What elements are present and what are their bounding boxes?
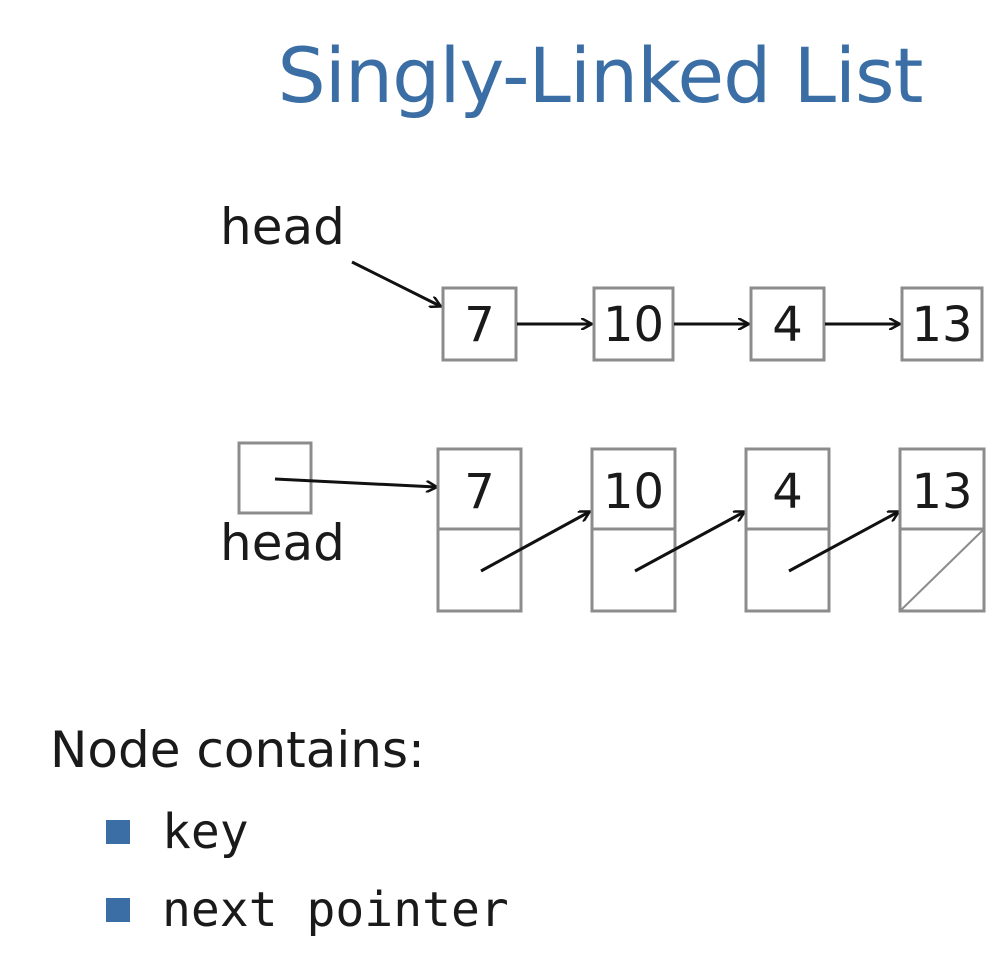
- bullet-item-label: key: [162, 804, 249, 860]
- bottom-node-key: 10: [603, 464, 664, 520]
- node-next-cell: [590, 527, 677, 613]
- bullet-item-next-pointer: next pointer: [106, 881, 950, 939]
- bottom-node-1: 10: [590, 447, 677, 613]
- top-head-arrow: [351, 260, 440, 306]
- bottom-next-arrow-2: [788, 512, 898, 573]
- slide-title: Singly-Linked List: [277, 31, 924, 120]
- bottom-head-arrow: [274, 477, 436, 487]
- top-node-key: 4: [772, 297, 803, 353]
- bullet-item-label: next pointer: [162, 882, 509, 938]
- node-key-cell: [590, 447, 677, 531]
- node-contains-list: Node contains: key next pointer: [50, 725, 950, 959]
- node-next-cell: [436, 527, 523, 613]
- top-node-box: [749, 286, 826, 362]
- bottom-node-3: 13: [898, 447, 986, 613]
- top-node-1: 10: [592, 286, 675, 362]
- top-node-key: 7: [464, 297, 495, 353]
- head-pointer-box: [237, 441, 313, 515]
- bottom-node-2: 4: [744, 447, 831, 613]
- top-node-0: 7: [441, 286, 518, 362]
- top-node-box: [900, 286, 984, 362]
- top-node-box: [441, 286, 518, 362]
- null-pointer-slash: [900, 529, 984, 611]
- bottom-next-arrow-0: [480, 512, 589, 573]
- top-node-key: 13: [911, 297, 972, 353]
- bullet-square-icon: [106, 898, 130, 922]
- top-node-3: 13: [900, 286, 984, 362]
- node-next-cell: [744, 527, 831, 613]
- top-head-label: head: [220, 198, 345, 256]
- node-key-cell: [436, 447, 523, 531]
- bottom-node-key: 4: [772, 464, 803, 520]
- bottom-node-0: 7: [436, 447, 523, 613]
- top-node-box: [592, 286, 675, 362]
- bottom-next-arrow-1: [634, 512, 744, 573]
- bullet-item-key: key: [106, 803, 950, 861]
- top-node-2: 4: [749, 286, 826, 362]
- bottom-node-key: 7: [464, 464, 495, 520]
- bullets-heading: Node contains:: [50, 721, 425, 779]
- bottom-node-key: 13: [911, 464, 972, 520]
- top-node-key: 10: [603, 297, 664, 353]
- bottom-head-label: head: [220, 514, 345, 572]
- bullet-square-icon: [106, 820, 130, 844]
